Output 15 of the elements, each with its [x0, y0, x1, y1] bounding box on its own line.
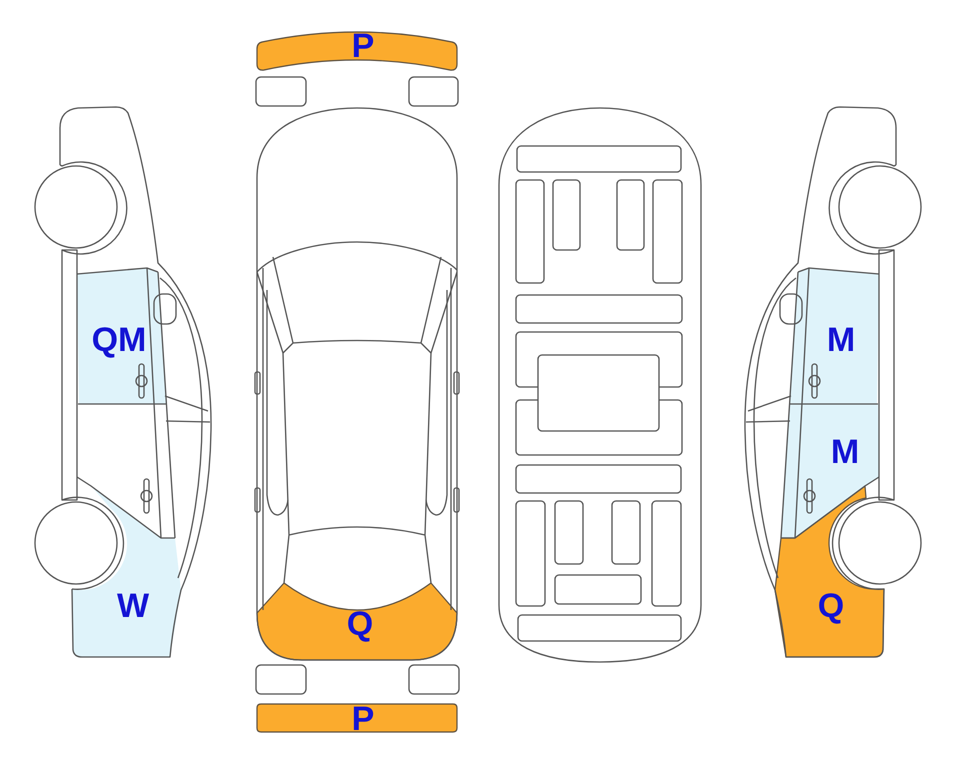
panel-code: Q [346, 607, 374, 641]
bumper-panel [256, 31, 458, 72]
fender-panel [774, 485, 885, 658]
panel-code: P [352, 29, 374, 63]
panel-code: P [352, 702, 374, 736]
panel-code: W [116, 589, 150, 623]
panel-code: M [826, 323, 856, 357]
door-panel [76, 267, 167, 405]
panel-code: M [830, 435, 860, 469]
rear-end-panel [256, 582, 458, 661]
door-panel [789, 267, 880, 405]
bumper-panel [256, 703, 458, 733]
door-panel [780, 403, 880, 539]
panel-code: QM [92, 323, 146, 357]
panel-code: Q [818, 589, 844, 623]
